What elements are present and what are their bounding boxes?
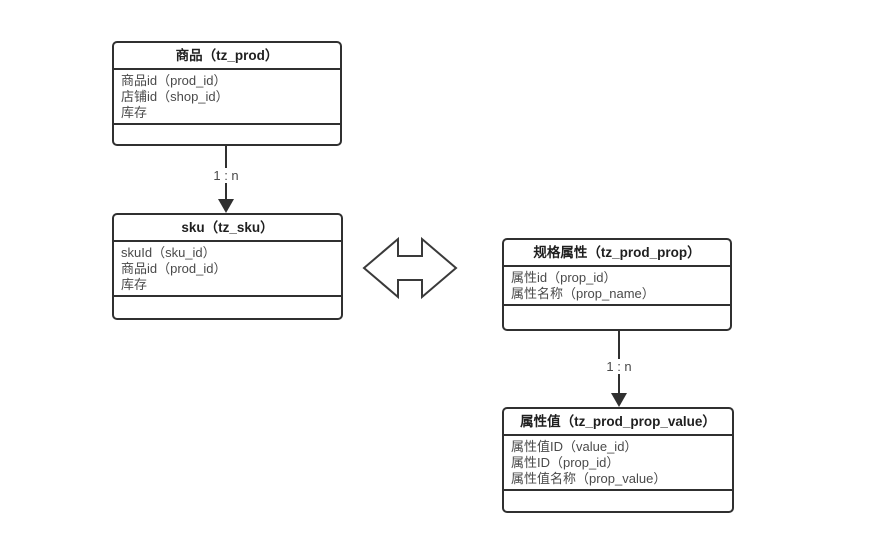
entity-table-prod-prop-value: 属性值（tz_prod_prop_value） 属性值ID（value_id） … — [502, 407, 734, 513]
table-footer-empty — [504, 491, 732, 511]
table-row: skuId（sku_id） — [121, 245, 216, 260]
table-row: 属性ID（prop_id） — [511, 455, 620, 470]
table-row: 库存 — [121, 105, 148, 120]
table-body-sku: skuId（sku_id） 商品id（prod_id） 库存 — [114, 242, 341, 297]
table-footer-empty — [114, 125, 340, 144]
arrow-head-down-icon — [611, 393, 627, 407]
table-footer-empty — [114, 297, 341, 318]
table-row: 属性值名称（prop_value） — [511, 471, 667, 486]
table-row: 属性id（prop_id） — [511, 270, 617, 285]
table-title-prod-prop-value: 属性值（tz_prod_prop_value） — [504, 409, 732, 436]
table-body-prod: 商品id（prod_id） 店铺id（shop_id） 库存 — [114, 70, 340, 125]
entity-table-prod: 商品（tz_prod） 商品id（prod_id） 店铺id（shop_id） … — [112, 41, 342, 146]
table-title-sku: sku（tz_sku） — [114, 215, 341, 242]
relation-arrow-prod-to-sku: 1 : n — [210, 146, 242, 213]
table-row: 店铺id（shop_id） — [121, 89, 229, 104]
table-footer-empty — [504, 306, 730, 329]
table-title-prod-prop: 规格属性（tz_prod_prop） — [504, 240, 730, 267]
entity-table-sku: sku（tz_sku） skuId（sku_id） 商品id（prod_id） … — [112, 213, 343, 320]
entity-table-prod-prop: 规格属性（tz_prod_prop） 属性id（prop_id） 属性名称（pr… — [502, 238, 732, 331]
arrow-head-down-icon — [218, 199, 234, 213]
cardinality-label: 1 : n — [603, 359, 635, 374]
double-arrow-icon — [362, 236, 458, 300]
table-body-prod-prop: 属性id（prop_id） 属性名称（prop_name） — [504, 267, 730, 306]
table-row: 库存 — [121, 277, 148, 292]
table-body-prod-prop-value: 属性值ID（value_id） 属性ID（prop_id） 属性值名称（prop… — [504, 436, 732, 491]
cardinality-label: 1 : n — [210, 168, 242, 183]
table-title-prod: 商品（tz_prod） — [114, 43, 340, 70]
table-row: 属性名称（prop_name） — [511, 286, 655, 301]
table-row: 商品id（prod_id） — [121, 261, 227, 276]
relation-arrow-prop-to-value: 1 : n — [603, 331, 635, 407]
table-row: 商品id（prod_id） — [121, 73, 227, 88]
table-row: 属性值ID（value_id） — [511, 439, 638, 454]
